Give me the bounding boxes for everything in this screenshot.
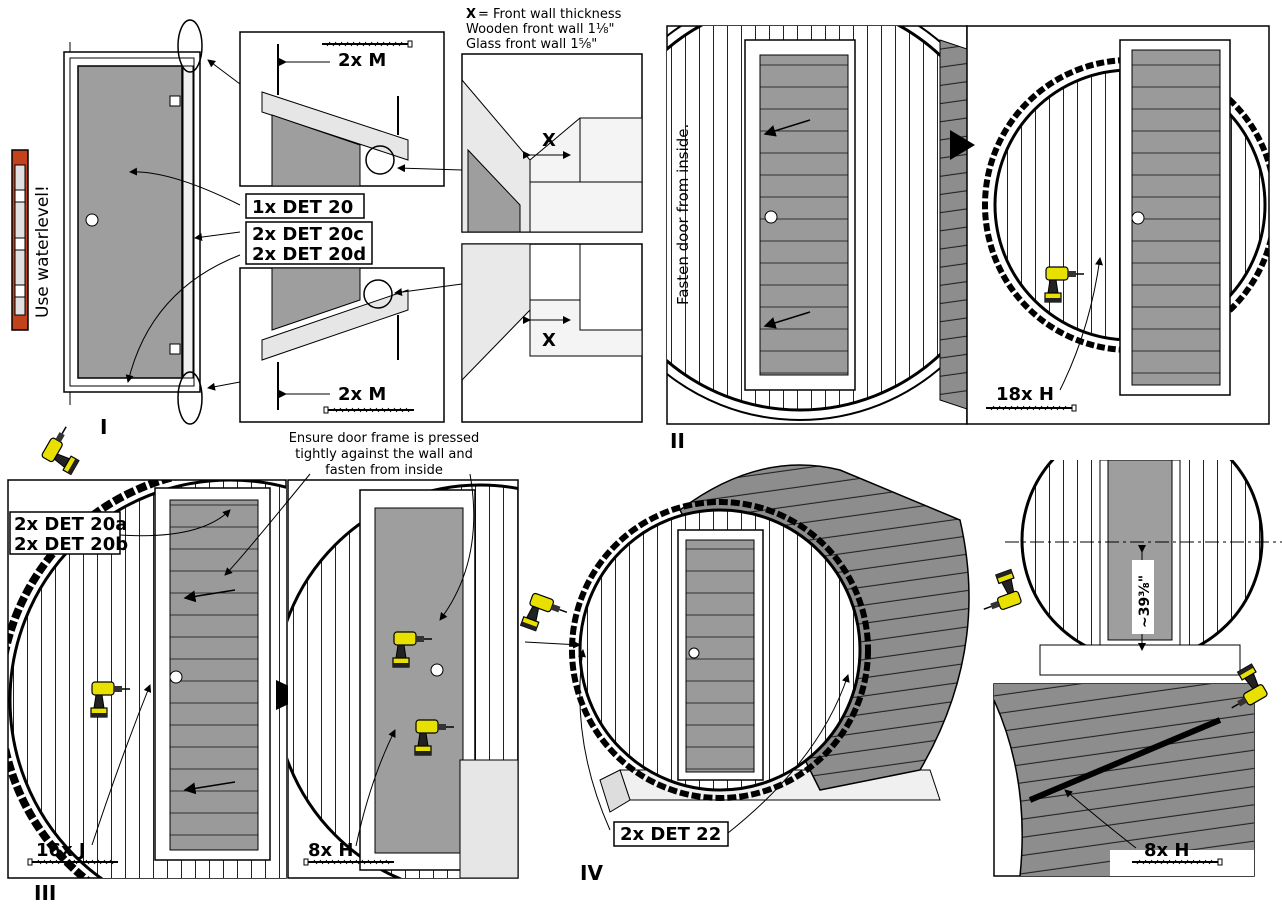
j16-label: 16x J (36, 840, 86, 861)
step-1-number: I (100, 415, 107, 439)
h18-label: 18x H (996, 384, 1054, 405)
x-bottom-label: X (542, 330, 556, 351)
door-handle (85, 213, 99, 227)
step-3-panel: Ensure door frame is pressed tightly aga… (7, 431, 519, 905)
det20-label: 1x DET 20 (252, 197, 353, 218)
step-1-panel: Use waterlevel! 2x M (11, 7, 643, 476)
step-2-number: II (670, 429, 685, 453)
ensure-note-line-1: Ensure door frame is pressed (289, 431, 480, 446)
glass-wall-note: Glass front wall 1⅝" (466, 37, 597, 52)
x-detail-top-box: X (461, 53, 643, 233)
ensure-note-line-3: fasten from inside (325, 463, 443, 478)
h8-label-a: 8x H (308, 840, 353, 861)
x-detail-bottom-box: X (461, 243, 643, 423)
det20d-label: 2x DET 20d (252, 244, 366, 265)
step-2-panel: Fasten door from inside. 18x H II (666, 25, 1270, 453)
det22-label: 2x DET 22 (620, 824, 721, 845)
m-top-label: 2x M (338, 50, 386, 71)
step-3-number: III (34, 881, 56, 905)
arrow-right-icon (950, 130, 975, 160)
barrel-sauna (569, 464, 970, 813)
h8-label-b: 8x H (1144, 840, 1189, 861)
height-measure-label: ~39⅜" (1137, 575, 1153, 628)
water-level-icon (11, 149, 29, 331)
drill-icon (973, 568, 1024, 617)
wooden-wall-note: Wooden front wall 1⅛" (466, 22, 614, 37)
detail-bottom-box: 2x M (239, 267, 445, 423)
detail-top-box: 2x M (239, 31, 445, 187)
use-waterlevel-label: Use waterlevel! (33, 185, 53, 318)
detail-circle-icon (177, 371, 203, 425)
step-4-number: IV (580, 861, 603, 885)
detail-circle-icon (177, 19, 203, 73)
x-top-label: X (542, 130, 556, 151)
det20b-label: 2x DET 20b (14, 534, 128, 555)
drill-icon (39, 422, 92, 476)
det20c-label: 2x DET 20c (252, 224, 364, 245)
fasten-inside-note: Fasten door from inside. (674, 124, 692, 305)
m-bottom-label: 2x M (338, 384, 386, 405)
drill-icon (519, 591, 571, 640)
ensure-note-line-2: tightly against the wall and (295, 447, 473, 462)
det20a-label: 2x DET 20a (14, 514, 127, 535)
door-frame (63, 42, 201, 405)
x-definition-text: = Front wall thickness (478, 7, 622, 22)
x-definition-key: X (466, 7, 476, 22)
step-4-panel: 2x DET 22 IV ~39⅜" 8x H (519, 460, 1282, 885)
